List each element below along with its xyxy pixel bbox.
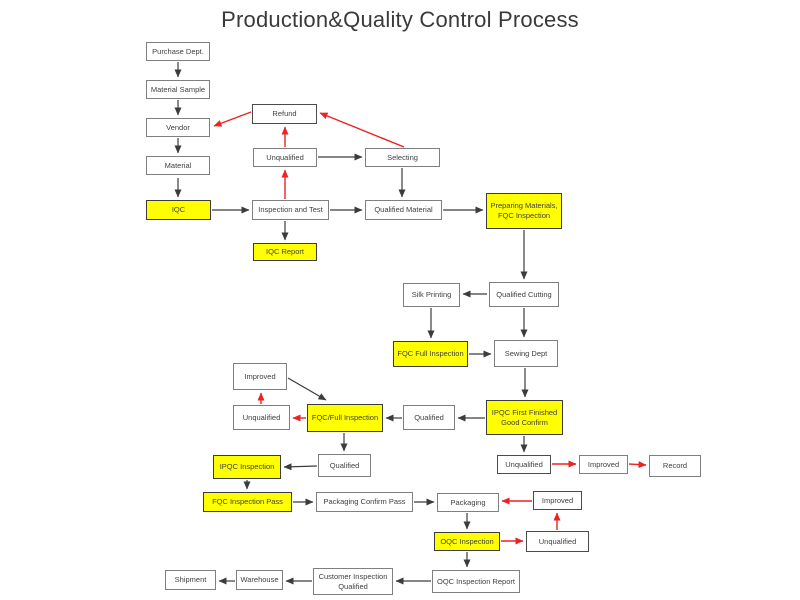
node-fqc-inspection-pass: FQC Inspection Pass (203, 492, 292, 512)
node-purchase-dept: Purchase Dept. (146, 42, 210, 61)
node-qualified-cutting: Qualified Cutting (489, 282, 559, 307)
node-fqc-full-inspection-2: FQC/Full Inspection (307, 404, 383, 432)
node-silk-printing: Silk Printing (403, 283, 460, 307)
node-unqualified-ipqc: Unqualified (497, 455, 551, 474)
node-qualified-2: Qualified (318, 454, 371, 477)
node-material-sample: Material Sample (146, 80, 210, 99)
node-preparing-materials: Preparing Materials, FQC Inspection (486, 193, 562, 229)
node-improved-2: Improved (579, 455, 628, 474)
node-unqualified-fqc: Unqualified (233, 405, 290, 430)
arrow-refund-to-vendor-red (213, 111, 252, 127)
node-vendor: Vendor (146, 118, 210, 137)
arrow-improved-to-record-red (628, 461, 647, 469)
node-warehouse: Warehouse (236, 570, 283, 590)
node-qualified-material: Qualified Material (365, 200, 442, 220)
arrow-selecting-to-refund-red (319, 112, 405, 148)
node-oqc-inspection: OQC Inspection (434, 532, 500, 551)
node-fqc-full-inspection: FQC Full Inspection (393, 341, 468, 367)
node-customer-inspection-qualified: Customer Inspection Qualified (313, 568, 393, 595)
arrow-improved-to-fqc-full-2 (287, 377, 327, 401)
node-inspection-and-test: Inspection and Test (252, 200, 329, 220)
node-sewing-dept: Sewing Dept (494, 340, 558, 367)
node-record: Record (649, 455, 701, 477)
node-material: Material (146, 156, 210, 175)
node-improved-1: Improved (233, 363, 287, 390)
node-packaging: Packaging (437, 493, 499, 512)
node-unqualified-selecting: Unqualified (253, 148, 317, 167)
node-shipment: Shipment (165, 570, 216, 590)
node-unqualified-oqc: Unqualified (526, 531, 589, 552)
arrow-qualified-to-ipqc-inspection (283, 463, 318, 471)
page-title: Production&Quality Control Process (221, 7, 579, 32)
node-improved-3: Improved (533, 491, 582, 510)
node-packaging-confirm-pass: Packaging Confirm Pass (316, 492, 413, 512)
node-selecting: Selecting (365, 148, 440, 167)
node-iqc-report: IQC Report (253, 243, 317, 261)
node-qualified-1: Qualified (403, 405, 455, 430)
node-oqc-inspection-report: OQC Inspection Report (432, 570, 520, 593)
node-ipqc-first-finished-good-confirm: IPQC First Finished Good Confirm (486, 400, 563, 435)
node-refund: Refund (252, 104, 317, 124)
node-iqc: IQC (146, 200, 211, 220)
node-ipqc-inspection: IPQC Inspection (213, 455, 281, 479)
